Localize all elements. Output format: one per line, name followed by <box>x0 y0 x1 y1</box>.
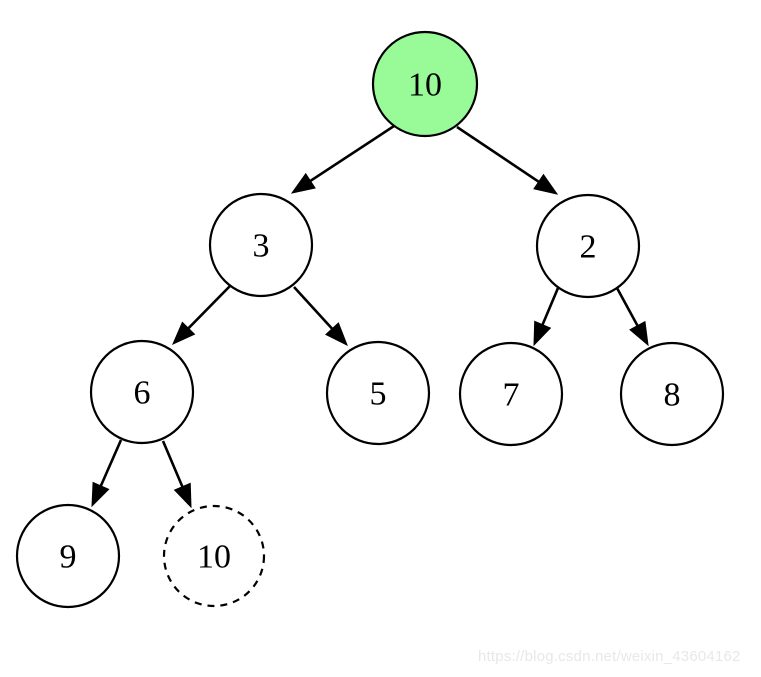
edge-line <box>540 287 560 328</box>
node-label: 10 <box>408 67 442 104</box>
node-circle[interactable] <box>208 192 314 298</box>
node-label: 3 <box>253 228 270 265</box>
edge-6-to-10 <box>161 440 192 509</box>
node-label: 8 <box>664 377 681 414</box>
edge-line <box>161 440 185 491</box>
arrow-head-icon <box>91 481 110 508</box>
node-label: 6 <box>134 375 151 412</box>
node-circle[interactable] <box>619 341 725 447</box>
node-3[interactable]: 3 <box>208 192 314 298</box>
arrow-head-icon <box>325 322 348 347</box>
node-circle[interactable] <box>162 504 266 608</box>
edge-root10-to-2 <box>456 125 559 195</box>
edge-line <box>307 124 395 184</box>
edge-3-to-5 <box>293 286 348 347</box>
node-root-10[interactable]: 10 <box>371 30 479 138</box>
edges-layer <box>91 124 649 509</box>
edge-line <box>98 439 123 490</box>
arrow-head-icon <box>290 172 316 194</box>
node-label: 5 <box>370 376 387 413</box>
node-5[interactable]: 5 <box>325 340 431 446</box>
node-label: 7 <box>503 377 520 414</box>
node-circle[interactable] <box>371 30 479 138</box>
node-7[interactable]: 7 <box>458 341 564 447</box>
edge-root10-to-3 <box>290 124 395 194</box>
node-6[interactable]: 6 <box>89 339 195 445</box>
edge-line <box>185 285 231 332</box>
node-inserted-10-dashed[interactable]: 10 <box>162 504 266 608</box>
arrow-head-icon <box>629 320 649 347</box>
edge-2-to-7 <box>533 287 560 347</box>
edge-6-to-9 <box>91 439 123 508</box>
node-2[interactable]: 2 <box>535 193 641 299</box>
node-circle[interactable] <box>325 340 431 446</box>
node-9[interactable]: 9 <box>15 503 121 609</box>
node-circle[interactable] <box>89 339 195 445</box>
node-circle[interactable] <box>458 341 564 447</box>
edge-line <box>293 286 336 332</box>
edge-line <box>456 125 542 185</box>
edge-line <box>615 287 641 329</box>
edge-3-to-6 <box>172 285 231 345</box>
watermark-text: https://blog.csdn.net/weixin_43604162 <box>478 648 741 665</box>
arrow-head-icon <box>173 482 192 509</box>
node-label: 2 <box>580 229 597 266</box>
edge-2-to-8 <box>615 287 649 347</box>
node-8[interactable]: 8 <box>619 341 725 447</box>
node-circle[interactable] <box>535 193 641 299</box>
arrow-head-icon <box>533 320 552 347</box>
nodes-layer: 10 3 2 6 5 7 8 9 10 <box>15 30 725 609</box>
arrow-head-icon <box>172 321 196 345</box>
node-circle[interactable] <box>15 503 121 609</box>
node-label: 10 <box>197 539 231 576</box>
node-label: 9 <box>60 539 77 576</box>
arrow-head-icon <box>533 173 559 195</box>
